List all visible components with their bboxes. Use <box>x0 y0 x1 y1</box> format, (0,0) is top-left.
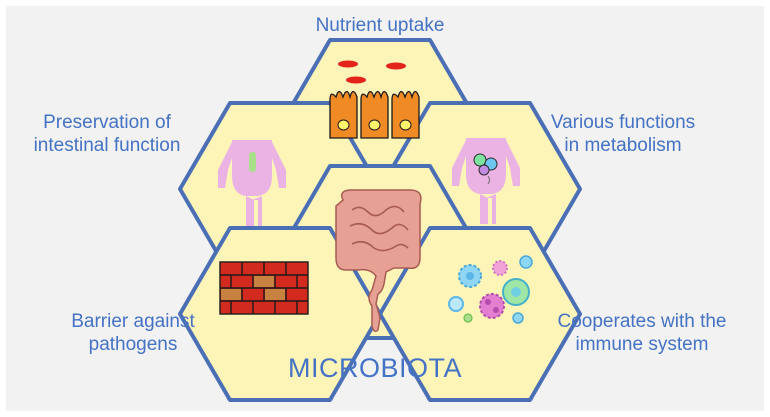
label-line: Barrier against <box>71 311 195 332</box>
villi-cells-icon <box>329 60 420 139</box>
label-line: pathogens <box>88 334 178 355</box>
label-preservation-intestinal-function: Preservation of intestinal function <box>22 111 192 157</box>
intestine-icon <box>335 189 422 333</box>
label-cooperates-immune-system: Cooperates with the immune system <box>546 310 738 356</box>
label-line: Various functions <box>550 112 696 133</box>
label-line: Preservation of <box>43 112 171 133</box>
torso-metabolism-icon <box>452 138 520 224</box>
label-barrier-against-pathogens: Barrier against pathogens <box>58 310 208 356</box>
label-line: Cooperates with the <box>557 311 727 332</box>
label-line: in metabolism <box>564 135 682 156</box>
brick-wall-icon <box>219 261 309 315</box>
label-line: Nutrient uptake <box>315 15 445 36</box>
microbes-icon <box>448 255 533 324</box>
hex-bottom-right <box>378 226 582 402</box>
label-functions-in-metabolism: Various functions in metabolism <box>536 111 710 157</box>
label-nutrient-uptake: Nutrient uptake <box>280 14 480 37</box>
torso-gut-icon <box>218 140 286 226</box>
label-line: immune system <box>575 334 709 355</box>
diagram-title: MICROBIOTA <box>287 353 462 383</box>
label-line: intestinal function <box>33 135 181 156</box>
